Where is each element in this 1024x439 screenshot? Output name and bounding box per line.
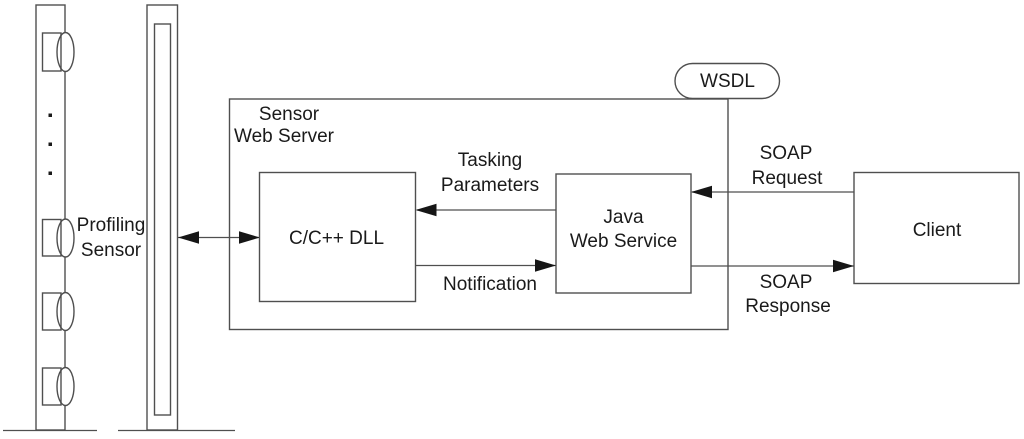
dll-node: C/C++ DLL	[258, 171, 417, 303]
soap-request-label-line1: SOAP	[760, 143, 813, 164]
wsdl-label: WSDL	[700, 71, 755, 92]
client-node: Client	[853, 171, 1020, 285]
soap-response-label-line1: SOAP	[760, 272, 813, 293]
arrowhead-right	[535, 259, 556, 272]
sensor-unit	[41, 32, 62, 72]
notification-flow: Notification	[415, 259, 556, 295]
java-label-line2: Web Service	[570, 231, 677, 252]
dll-box	[258, 171, 417, 303]
arrowhead-right	[239, 231, 260, 244]
profiling-sensor-label-line1: Profiling	[77, 215, 146, 236]
dll-label: C/C++ DLL	[289, 228, 384, 249]
profiling-sensor-array	[3, 4, 97, 432]
sensor-server-link	[178, 231, 260, 244]
arrowhead-left	[178, 231, 199, 244]
sensor-lens	[56, 366, 75, 407]
client-label: Client	[913, 220, 962, 241]
sensor-web-server-box	[228, 98, 729, 331]
sensor-lens	[56, 291, 75, 332]
notification-label: Notification	[443, 274, 537, 295]
java-web-service-box	[555, 173, 692, 294]
arrowhead-left	[691, 185, 712, 199]
wsdl-stadium	[674, 62, 781, 100]
sensor-unit	[41, 367, 62, 406]
sensor-unit	[41, 292, 62, 331]
profiling-sensor-enclosure	[118, 4, 235, 432]
server-title-line1: Sensor	[259, 104, 320, 125]
soap-response-flow: SOAP Response	[691, 259, 854, 317]
wsdl-node: WSDL	[674, 62, 781, 100]
ellipsis-dot	[48, 171, 52, 175]
soap-response-label-line2: Response	[745, 296, 831, 317]
server-title-line2: Web Server	[234, 126, 335, 147]
tasking-label-line1: Tasking	[458, 150, 522, 171]
enclosure-outer	[146, 4, 179, 431]
soap-request-flow: SOAP Request	[691, 143, 854, 199]
profiling-sensor-label-line2: Sensor	[81, 240, 142, 261]
client-box	[853, 171, 1020, 285]
sensor-lens	[56, 31, 75, 73]
java-label-line1: Java	[603, 207, 644, 228]
sensor-lens	[56, 218, 75, 258]
ellipsis-dot	[48, 142, 52, 146]
tasking-label-line2: Parameters	[441, 175, 539, 196]
tasking-parameters-flow: Tasking Parameters	[415, 150, 556, 217]
soap-request-label-line2: Request	[752, 168, 823, 189]
ellipsis-dot	[48, 113, 52, 117]
enclosure-slot	[153, 23, 172, 416]
arrowhead-right	[833, 259, 854, 273]
sensor-unit	[41, 218, 62, 257]
java-web-service-node: Java Web Service	[555, 173, 692, 294]
arrowhead-left	[415, 203, 437, 217]
